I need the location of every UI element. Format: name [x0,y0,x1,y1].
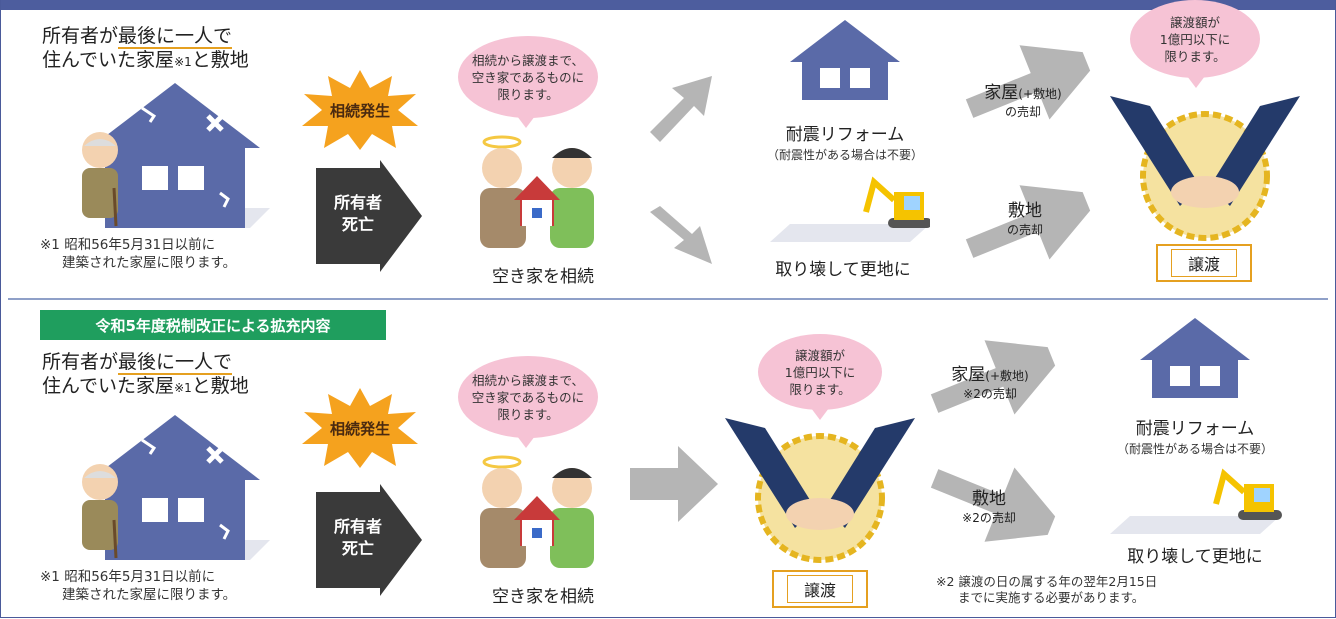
note-2: ※2 譲渡の日の属する年の翌年2月15日 までに実施する必要があります。 [936,574,1157,606]
section-divider [8,298,1328,300]
section-title: 令和5年度税制改正による拡充内容 [40,310,386,340]
gray-arrow-down-icon [650,206,712,264]
abandoned-house-icon [90,83,270,228]
reform-sublabel: （耐震性がある場合は不要） [1116,442,1273,456]
elderly-man-icon [82,464,118,559]
house-icon [1140,318,1250,398]
speech-bubble: 相続から譲渡まで、 空き家であるものに 限ります。 [458,356,598,438]
reform-label: 耐震リフォーム [1135,419,1255,439]
speech-bubble: 譲渡額が 1億円以下に 限ります。 [1130,0,1260,78]
heading-text: 住んでいた家屋 [42,375,175,397]
sell-house-line2: の売却 [1004,105,1041,119]
gray-arrow-large-icon [930,467,1056,542]
note-line: ※1 昭和56年5月31日以前に [40,237,216,253]
elderly-man-icon [82,132,118,227]
bubble-tail [514,112,538,128]
gray-arrow-large-icon [965,185,1091,260]
sell-house-small: (+敷地) [1018,87,1062,101]
demolish-label: 取り壊して更地に [1127,547,1263,567]
handshake-icon [725,418,915,563]
note-line: ※2 譲渡の日の属する年の翌年2月15日 [936,574,1158,589]
bubble-tail [808,404,832,420]
inherit-label: 空き家を相続 [492,587,594,607]
house-icon [790,20,900,100]
sell-land-label: 敷地 の売却 [985,196,1065,238]
note-line: 建築された家屋に限ります。 [62,255,237,271]
angel-handover-icon [480,455,594,568]
heading-text: 所有者が [42,351,119,373]
demolish-label: 取り壊して更地に [775,260,911,280]
sell-house-line2: ※2の売却 [963,387,1017,401]
dark-arrow-icon [316,484,422,596]
burst-icon [302,388,418,468]
sell-house-small: (+敷地) [985,369,1029,383]
sell-land-line2: ※2の売却 [962,511,1016,525]
bubble-tail [1184,72,1208,88]
burst-text: 相続発生 [329,420,390,438]
transfer-box: 譲渡 [1156,244,1252,282]
reform-label: 耐震リフォーム [785,125,905,145]
sell-house-text: 家屋 [951,365,986,385]
gray-arrow-large-icon [930,340,1056,415]
transfer-box: 譲渡 [772,570,868,608]
note-marker: ※1 [174,55,192,69]
top-bar [0,0,1336,10]
excavator-icon [1110,468,1282,534]
excavator-icon [770,176,930,242]
sell-land-text: 敷地 [972,489,1006,509]
burst-icon [302,70,418,150]
top-heading: 所有者が最後に一人で 住んでいた家屋※1と敷地 [42,24,249,74]
gray-arrow-large-icon [965,45,1091,120]
sell-house-label: 家屋(+敷地) の売却 [968,78,1078,120]
arrow-label: 所有者 死亡 [333,517,382,558]
sell-land-label: 敷地 ※2の売却 [944,484,1034,526]
transfer-label: 譲渡 [1170,249,1237,277]
note-marker: ※1 [174,381,192,395]
note-line: 建築された家屋に限ります。 [62,587,237,603]
handshake-icon [1110,96,1300,241]
heading-underlined: 最後に一人で [118,351,233,375]
heading-text: 所有者が [42,25,119,47]
dark-arrow-icon [316,160,422,272]
bubble-tail [514,432,538,448]
transfer-label: 譲渡 [786,575,853,603]
note-line: ※1 昭和56年5月31日以前に [40,569,216,585]
burst-text: 相続発生 [329,102,390,120]
heading-text: 住んでいた家屋 [42,49,175,71]
angel-handover-icon [480,135,594,248]
note-line: までに実施する必要があります。 [958,590,1145,605]
reform-sublabel: （耐震性がある場合は不要） [766,148,923,162]
arrow-label: 所有者 死亡 [333,193,382,234]
note-1: ※1 昭和56年5月31日以前に 建築された家屋に限ります。 [40,236,236,272]
heading-text: と敷地 [191,375,249,397]
bottom-heading: 所有者が最後に一人で 住んでいた家屋※1と敷地 [42,350,249,400]
note-1: ※1 昭和56年5月31日以前に 建築された家屋に限ります。 [40,568,236,604]
speech-bubble: 相続から譲渡まで、 空き家であるものに 限ります。 [458,36,598,118]
sell-house-label: 家屋(+敷地) ※2の売却 [930,360,1050,402]
heading-text: と敷地 [191,49,249,71]
heading-underlined: 最後に一人で [118,25,233,49]
speech-bubble: 譲渡額が 1億円以下に 限ります。 [758,334,882,410]
sell-land-text: 敷地 [1008,201,1042,221]
inherit-label: 空き家を相続 [492,267,594,287]
abandoned-house-icon [90,415,270,560]
gray-arrow-right-icon [630,446,718,522]
sell-land-line2: の売却 [1006,223,1043,237]
sell-house-text: 家屋 [984,83,1019,103]
gray-arrow-up-icon [650,76,712,142]
